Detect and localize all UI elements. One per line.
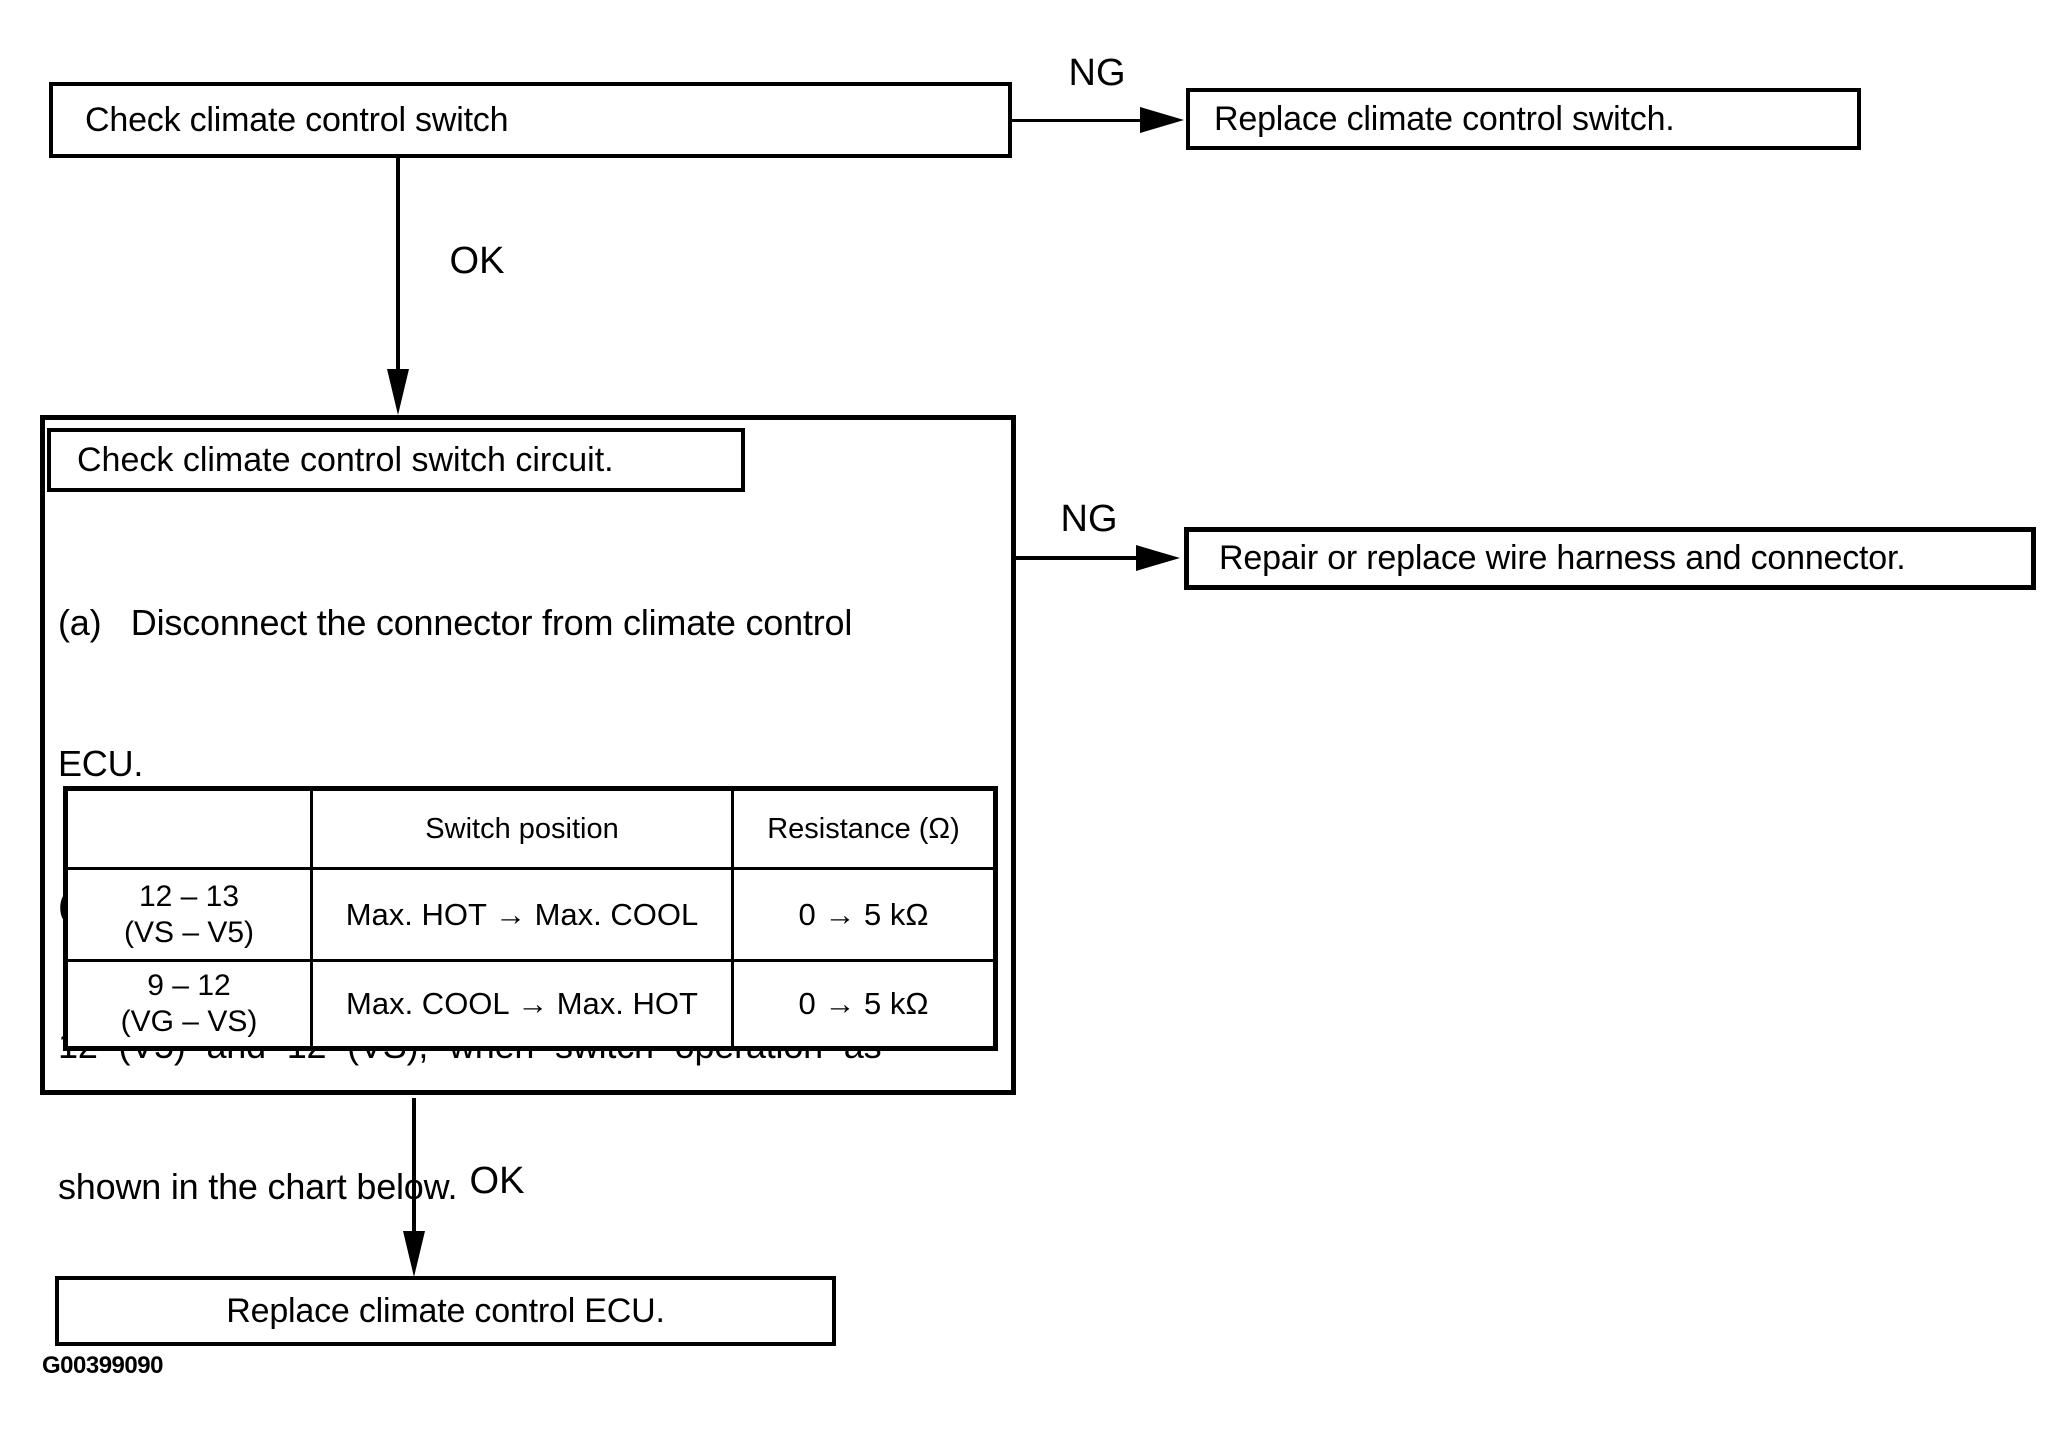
node-check-switch: Check climate control switch [49, 82, 1012, 158]
arrow-ng-2-line [1016, 556, 1138, 560]
arrow-ok-1-head-icon [387, 369, 409, 415]
edge-label-ng-2: NG [1060, 498, 1118, 540]
figure-code: G00399090 [42, 1352, 163, 1379]
cell-resistance-2: 0 → 5 kΩ [731, 959, 997, 1050]
cell-terminals-2-line1: 9 – 12 [147, 969, 231, 1002]
cell-switch-position-2: Max. COOL → Max. HOT [310, 959, 734, 1050]
edge-label-ok-2: OK [469, 1160, 525, 1202]
edge-label-ok-1: OK [449, 240, 505, 282]
cell-resistance-1: 0 → 5 kΩ [731, 867, 997, 962]
node-check-circuit-title: Check climate control switch circuit. [77, 440, 614, 479]
cell-terminals-2-line2: (VG – VS) [120, 1005, 258, 1038]
cell-switch-position-1: Max. HOT → Max. COOL [310, 867, 734, 962]
body-line-2: ECU. [58, 743, 144, 784]
cell-terminals-1-line1: 12 – 13 [138, 879, 240, 913]
node-replace-ecu-label: Replace climate control ECU. [226, 1291, 665, 1330]
node-repair-harness-label: Repair or replace wire harness and conne… [1219, 539, 1906, 577]
arrow-ok-2-head-icon [403, 1231, 425, 1277]
table-row: 12 – 13 (VS – V5) Max. HOT → Max. COOL 0… [64, 867, 997, 962]
header-resistance: Resistance (Ω) [731, 787, 997, 870]
body-line-5: shown in the chart below. [58, 1166, 458, 1207]
resistance-table: Switch position Resistance (Ω) 12 – 13 (… [63, 786, 998, 1051]
cell-terminals-2: 9 – 12 (VG – VS) [64, 959, 313, 1050]
arrow-ok-1-line [396, 158, 400, 370]
node-replace-ecu: Replace climate control ECU. [55, 1276, 836, 1346]
node-repair-harness: Repair or replace wire harness and conne… [1184, 527, 2036, 590]
node-replace-switch-label: Replace climate control switch. [1214, 99, 1675, 138]
arrow-ng-2-head-icon [1136, 545, 1180, 571]
resistance-table-header-row: Switch position Resistance (Ω) [64, 787, 997, 870]
cell-terminals-1: 12 – 13 (VS – V5) [64, 867, 313, 962]
node-replace-switch: Replace climate control switch. [1186, 88, 1861, 150]
arrow-ng-1-head-icon [1140, 107, 1184, 133]
arrow-ok-2-line [412, 1098, 416, 1232]
table-row: 9 – 12 (VG – VS) Max. COOL → Max. HOT 0 … [64, 959, 997, 1050]
body-line-1: (a) Disconnect the connector from climat… [58, 602, 853, 643]
arrow-ng-1-line [1012, 119, 1142, 122]
header-switch-position: Switch position [310, 787, 734, 870]
node-check-circuit-title-box: Check climate control switch circuit. [47, 428, 745, 492]
edge-label-ng-1: NG [1068, 52, 1126, 94]
cell-terminals-1-line2: (VS – V5) [123, 915, 255, 949]
node-check-switch-label: Check climate control switch [85, 100, 509, 139]
header-terminals [64, 787, 313, 870]
